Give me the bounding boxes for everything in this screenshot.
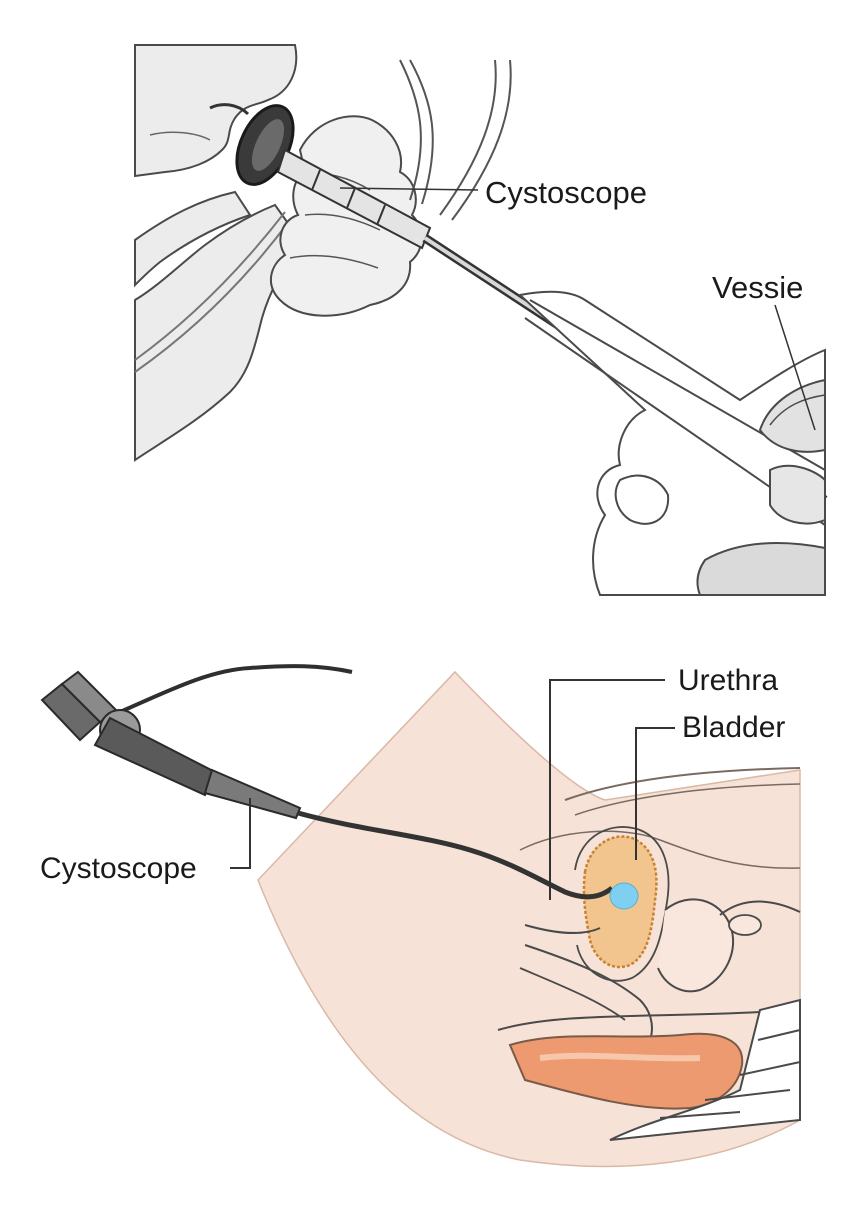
fallopian-tube xyxy=(719,900,801,916)
uterus xyxy=(657,898,735,993)
cable-lower xyxy=(134,211,286,361)
scope-body xyxy=(276,148,432,250)
scope-body-band-2 xyxy=(346,187,356,209)
cystoscope-label-top: Cystoscope xyxy=(485,175,647,210)
cystoscope-label-bottom: Cystoscope xyxy=(40,852,197,885)
vessie-label: Vessie xyxy=(712,270,803,305)
scope-tip-light xyxy=(609,882,639,910)
urethra-leader xyxy=(549,679,665,900)
prostate-region xyxy=(769,464,826,525)
bladder-label: Bladder xyxy=(682,711,785,744)
pelvic-cavity xyxy=(519,830,801,869)
irrigation-tube-3 xyxy=(439,59,497,216)
top-panel: Cystoscope Vessie xyxy=(134,44,828,596)
scope-body-band-3 xyxy=(376,204,386,226)
ovary xyxy=(728,914,762,936)
finger-line-1 xyxy=(304,213,381,231)
irrigation-tube-2 xyxy=(409,59,434,205)
irrigation-tube-1 xyxy=(399,59,422,201)
patient-cheek-line xyxy=(149,131,211,141)
bottom-panel: Urethra Bladder Cystoscope xyxy=(40,664,801,1168)
sacrum xyxy=(609,998,801,1141)
vertebra-3 xyxy=(704,1089,791,1101)
vertebra-2 xyxy=(739,1061,801,1076)
scope-body-band-1 xyxy=(311,169,321,191)
pubic-bone xyxy=(614,474,670,525)
pelvis-outline xyxy=(517,290,826,596)
rectum xyxy=(508,1032,744,1110)
doctor-sleeve xyxy=(134,190,252,288)
abdominal-wall-2 xyxy=(574,783,801,816)
irrigation-tube-4 xyxy=(451,59,512,221)
eyepiece-inner xyxy=(251,119,285,171)
patient-face xyxy=(134,44,298,178)
cystoscope-leader-top xyxy=(339,187,479,191)
cystoscope-handle xyxy=(93,716,217,797)
rectum-inner xyxy=(539,1052,701,1062)
bladder-leader xyxy=(635,727,675,860)
vertebra-1 xyxy=(757,1029,801,1041)
cystoscope-cable xyxy=(119,664,353,714)
cystoscope-leader-bottom xyxy=(230,798,251,869)
urethra-label: Urethra xyxy=(678,664,778,697)
cystoscope-flexible-tube xyxy=(297,810,614,900)
vaginal-canal xyxy=(524,944,653,1041)
bladder-inner-fold xyxy=(769,394,826,426)
finger-line-2 xyxy=(289,254,379,269)
vertebra-4 xyxy=(659,1111,741,1119)
urethra-duct xyxy=(524,924,601,934)
cystoscope-taper xyxy=(203,768,302,820)
vaginal-canal-2 xyxy=(519,967,626,1021)
abdominal-wall xyxy=(564,767,801,801)
lower-organ xyxy=(696,542,826,596)
cable-lower-2 xyxy=(134,219,291,373)
patient-eyelid xyxy=(209,103,250,116)
rectum-wall xyxy=(497,1011,761,1031)
cystoscope-instrument xyxy=(40,670,302,820)
vessie-leader xyxy=(774,304,816,431)
